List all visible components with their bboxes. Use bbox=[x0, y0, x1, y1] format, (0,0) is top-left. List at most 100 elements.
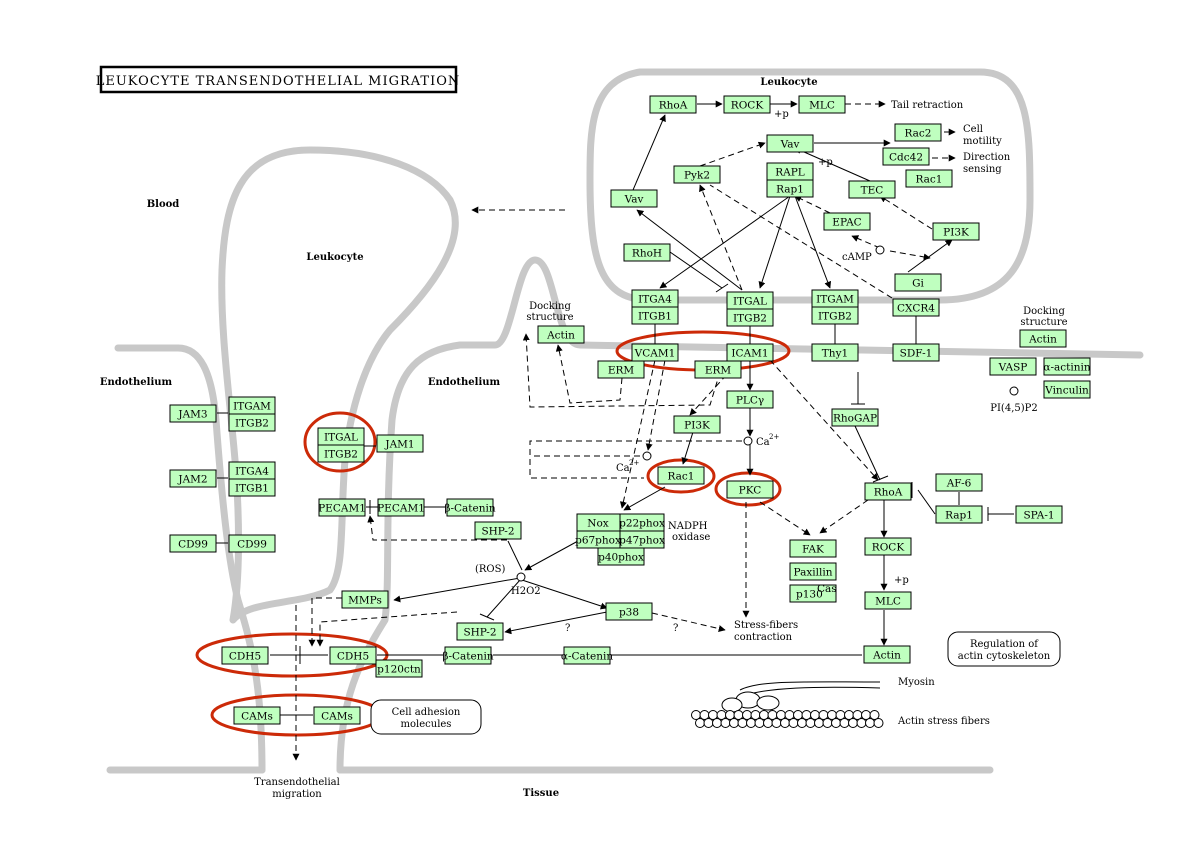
gene-rap1-mid[interactable]: Rap1 bbox=[935, 505, 983, 524]
gene-p120ctn[interactable]: p120ctn bbox=[375, 659, 423, 678]
svg-text:TEC: TEC bbox=[861, 185, 884, 197]
svg-text:ITGB1: ITGB1 bbox=[235, 483, 269, 495]
svg-text:p47phox: p47phox bbox=[619, 535, 665, 547]
gene-paxillin[interactable]: Paxillin bbox=[789, 562, 837, 581]
gene-alpha-catenin[interactable]: α-Catenin bbox=[561, 646, 613, 665]
gene-cdh5-a[interactable]: CDH5 bbox=[221, 646, 269, 665]
gene-vinculin[interactable]: Vinculin bbox=[1043, 380, 1091, 399]
gene-mlc-mid[interactable]: MLC bbox=[864, 591, 912, 610]
gene-itgb1[interactable]: ITGB1 bbox=[631, 306, 679, 325]
gene-actin-dock[interactable]: Actin bbox=[537, 325, 585, 344]
gene-itgal[interactable]: ITGAL bbox=[726, 291, 774, 310]
gene-tec[interactable]: TEC bbox=[848, 180, 896, 199]
gene-vcam1[interactable]: VCAM1 bbox=[631, 343, 679, 362]
gene-cams-a[interactable]: CAMs bbox=[233, 706, 281, 725]
gene-thy1[interactable]: Thy1 bbox=[811, 343, 859, 362]
gene-p22phox[interactable]: p22phox bbox=[619, 513, 665, 532]
gene-epac[interactable]: EPAC bbox=[823, 212, 871, 231]
gene-rhoh[interactable]: RhoH bbox=[623, 243, 671, 262]
gene-jam2[interactable]: JAM2 bbox=[169, 469, 217, 488]
gene-erm-2[interactable]: ERM bbox=[694, 360, 742, 379]
gene-cdc42[interactable]: Cdc42 bbox=[882, 147, 930, 166]
gene-shp2-b[interactable]: SHP-2 bbox=[456, 622, 504, 641]
svg-text:RhoA: RhoA bbox=[659, 100, 688, 112]
gene-cams-b[interactable]: CAMs bbox=[313, 706, 361, 725]
link-regulation-actin[interactable]: Regulation of actin cytoskeleton bbox=[947, 631, 1061, 667]
label-tissue: Tissue bbox=[523, 788, 559, 799]
gene-itgam[interactable]: ITGAM bbox=[811, 289, 859, 308]
gene-spa1[interactable]: SPA-1 bbox=[1015, 505, 1063, 524]
gene-actin-right[interactable]: Actin bbox=[1019, 329, 1067, 348]
svg-text:ITGB1: ITGB1 bbox=[638, 311, 672, 323]
gene-mmps[interactable]: MMPs bbox=[341, 590, 389, 609]
svg-text:SHP-2: SHP-2 bbox=[481, 526, 514, 538]
gene-p40phox[interactable]: p40phox bbox=[597, 547, 645, 566]
svg-text:ICAM1: ICAM1 bbox=[731, 348, 768, 360]
gene-itgb2-l2[interactable]: ITGB2 bbox=[317, 444, 365, 463]
gene-rapl[interactable]: RAPL bbox=[766, 162, 814, 181]
gene-cd99-a[interactable]: CD99 bbox=[169, 534, 217, 553]
label-nadph-2: oxidase bbox=[672, 532, 710, 543]
gene-cdh5-b[interactable]: CDH5 bbox=[329, 646, 377, 665]
link-cell-adhesion[interactable]: Cell adhesion molecules bbox=[370, 699, 482, 735]
gene-p67phox[interactable]: p67phox bbox=[575, 530, 621, 549]
gene-plcg[interactable]: PLCγ bbox=[726, 390, 774, 409]
gene-pi3k-top[interactable]: PI3K bbox=[932, 222, 980, 241]
gene-rap1-top[interactable]: Rap1 bbox=[766, 179, 814, 198]
gene-rhogap[interactable]: RhoGAP bbox=[831, 408, 879, 427]
gene-itga4[interactable]: ITGA4 bbox=[631, 289, 679, 308]
gene-rhoa-mid[interactable]: RhoA bbox=[864, 482, 912, 501]
label-ca-right-sup: 2+ bbox=[769, 433, 779, 441]
gene-itgb2-l[interactable]: ITGB2 bbox=[228, 413, 276, 432]
gene-rac1-mid[interactable]: Rac1 bbox=[657, 466, 705, 485]
gene-cd99-b[interactable]: CD99 bbox=[228, 534, 276, 553]
gene-icam1[interactable]: ICAM1 bbox=[726, 343, 774, 362]
gene-itgam-l[interactable]: ITGAM bbox=[228, 396, 276, 415]
actin-bead bbox=[695, 718, 705, 728]
gene-mlc-top[interactable]: MLC bbox=[798, 95, 846, 114]
gene-gi[interactable]: Gi bbox=[894, 273, 942, 292]
gene-beta-catenin-2[interactable]: β-Catenin bbox=[442, 646, 494, 665]
label-unknown-2: ? bbox=[673, 623, 678, 634]
gene-jam1[interactable]: JAM1 bbox=[376, 434, 424, 453]
gene-pkc[interactable]: PKC bbox=[726, 480, 774, 499]
gene-p47phox[interactable]: p47phox bbox=[619, 530, 665, 549]
gene-beta-catenin-1[interactable]: β-Catenin bbox=[444, 498, 496, 517]
gene-a-actinin[interactable]: α-actinin bbox=[1043, 357, 1091, 376]
gene-pecam1-b[interactable]: PECAM1 bbox=[377, 498, 425, 517]
gene-sdf1[interactable]: SDF-1 bbox=[892, 343, 940, 362]
label-plus-p-1: +p bbox=[774, 109, 789, 120]
gene-fak[interactable]: FAK bbox=[789, 539, 837, 558]
svg-text:Rac2: Rac2 bbox=[905, 128, 932, 140]
gene-shp2-a[interactable]: SHP-2 bbox=[474, 521, 522, 540]
svg-text:ITGAL: ITGAL bbox=[324, 432, 358, 444]
gene-pyk2[interactable]: Pyk2 bbox=[673, 165, 721, 184]
gene-itgal-l[interactable]: ITGAL bbox=[317, 427, 365, 446]
gene-itga4-l[interactable]: ITGA4 bbox=[228, 461, 276, 480]
gene-vasp[interactable]: VASP bbox=[989, 357, 1037, 376]
gene-p38[interactable]: p38 bbox=[605, 602, 653, 621]
gene-vav-top[interactable]: Vav bbox=[766, 134, 814, 153]
gene-itgb2[interactable]: ITGB2 bbox=[726, 308, 774, 327]
gene-cxcr4[interactable]: CXCR4 bbox=[892, 298, 940, 317]
gene-pi3k-mid[interactable]: PI3K bbox=[673, 415, 721, 434]
gene-vav-left[interactable]: Vav bbox=[610, 189, 658, 208]
gene-nox[interactable]: Nox bbox=[576, 513, 621, 532]
gene-jam3[interactable]: JAM3 bbox=[169, 404, 217, 423]
gene-rac2[interactable]: Rac2 bbox=[894, 123, 942, 142]
gene-erm-1[interactable]: ERM bbox=[597, 360, 645, 379]
gene-actin-bottom[interactable]: Actin bbox=[863, 645, 911, 664]
gene-rac1-top[interactable]: Rac1 bbox=[905, 169, 953, 188]
gene-rock-mid[interactable]: ROCK bbox=[864, 537, 912, 556]
actin-bead bbox=[814, 718, 824, 728]
calcium-node-left bbox=[642, 451, 652, 461]
gene-af6[interactable]: AF-6 bbox=[935, 473, 983, 492]
gene-itgb1-l[interactable]: ITGB1 bbox=[228, 478, 276, 497]
label-actin-stress: Actin stress fibers bbox=[897, 716, 990, 727]
gene-rhoa-top[interactable]: RhoA bbox=[649, 95, 697, 114]
h2o2-node bbox=[516, 572, 526, 582]
gene-rock-top[interactable]: ROCK bbox=[723, 95, 771, 114]
gene-pecam1-a[interactable]: PECAM1 bbox=[318, 498, 366, 517]
gene-itgb2-b[interactable]: ITGB2 bbox=[811, 306, 859, 325]
